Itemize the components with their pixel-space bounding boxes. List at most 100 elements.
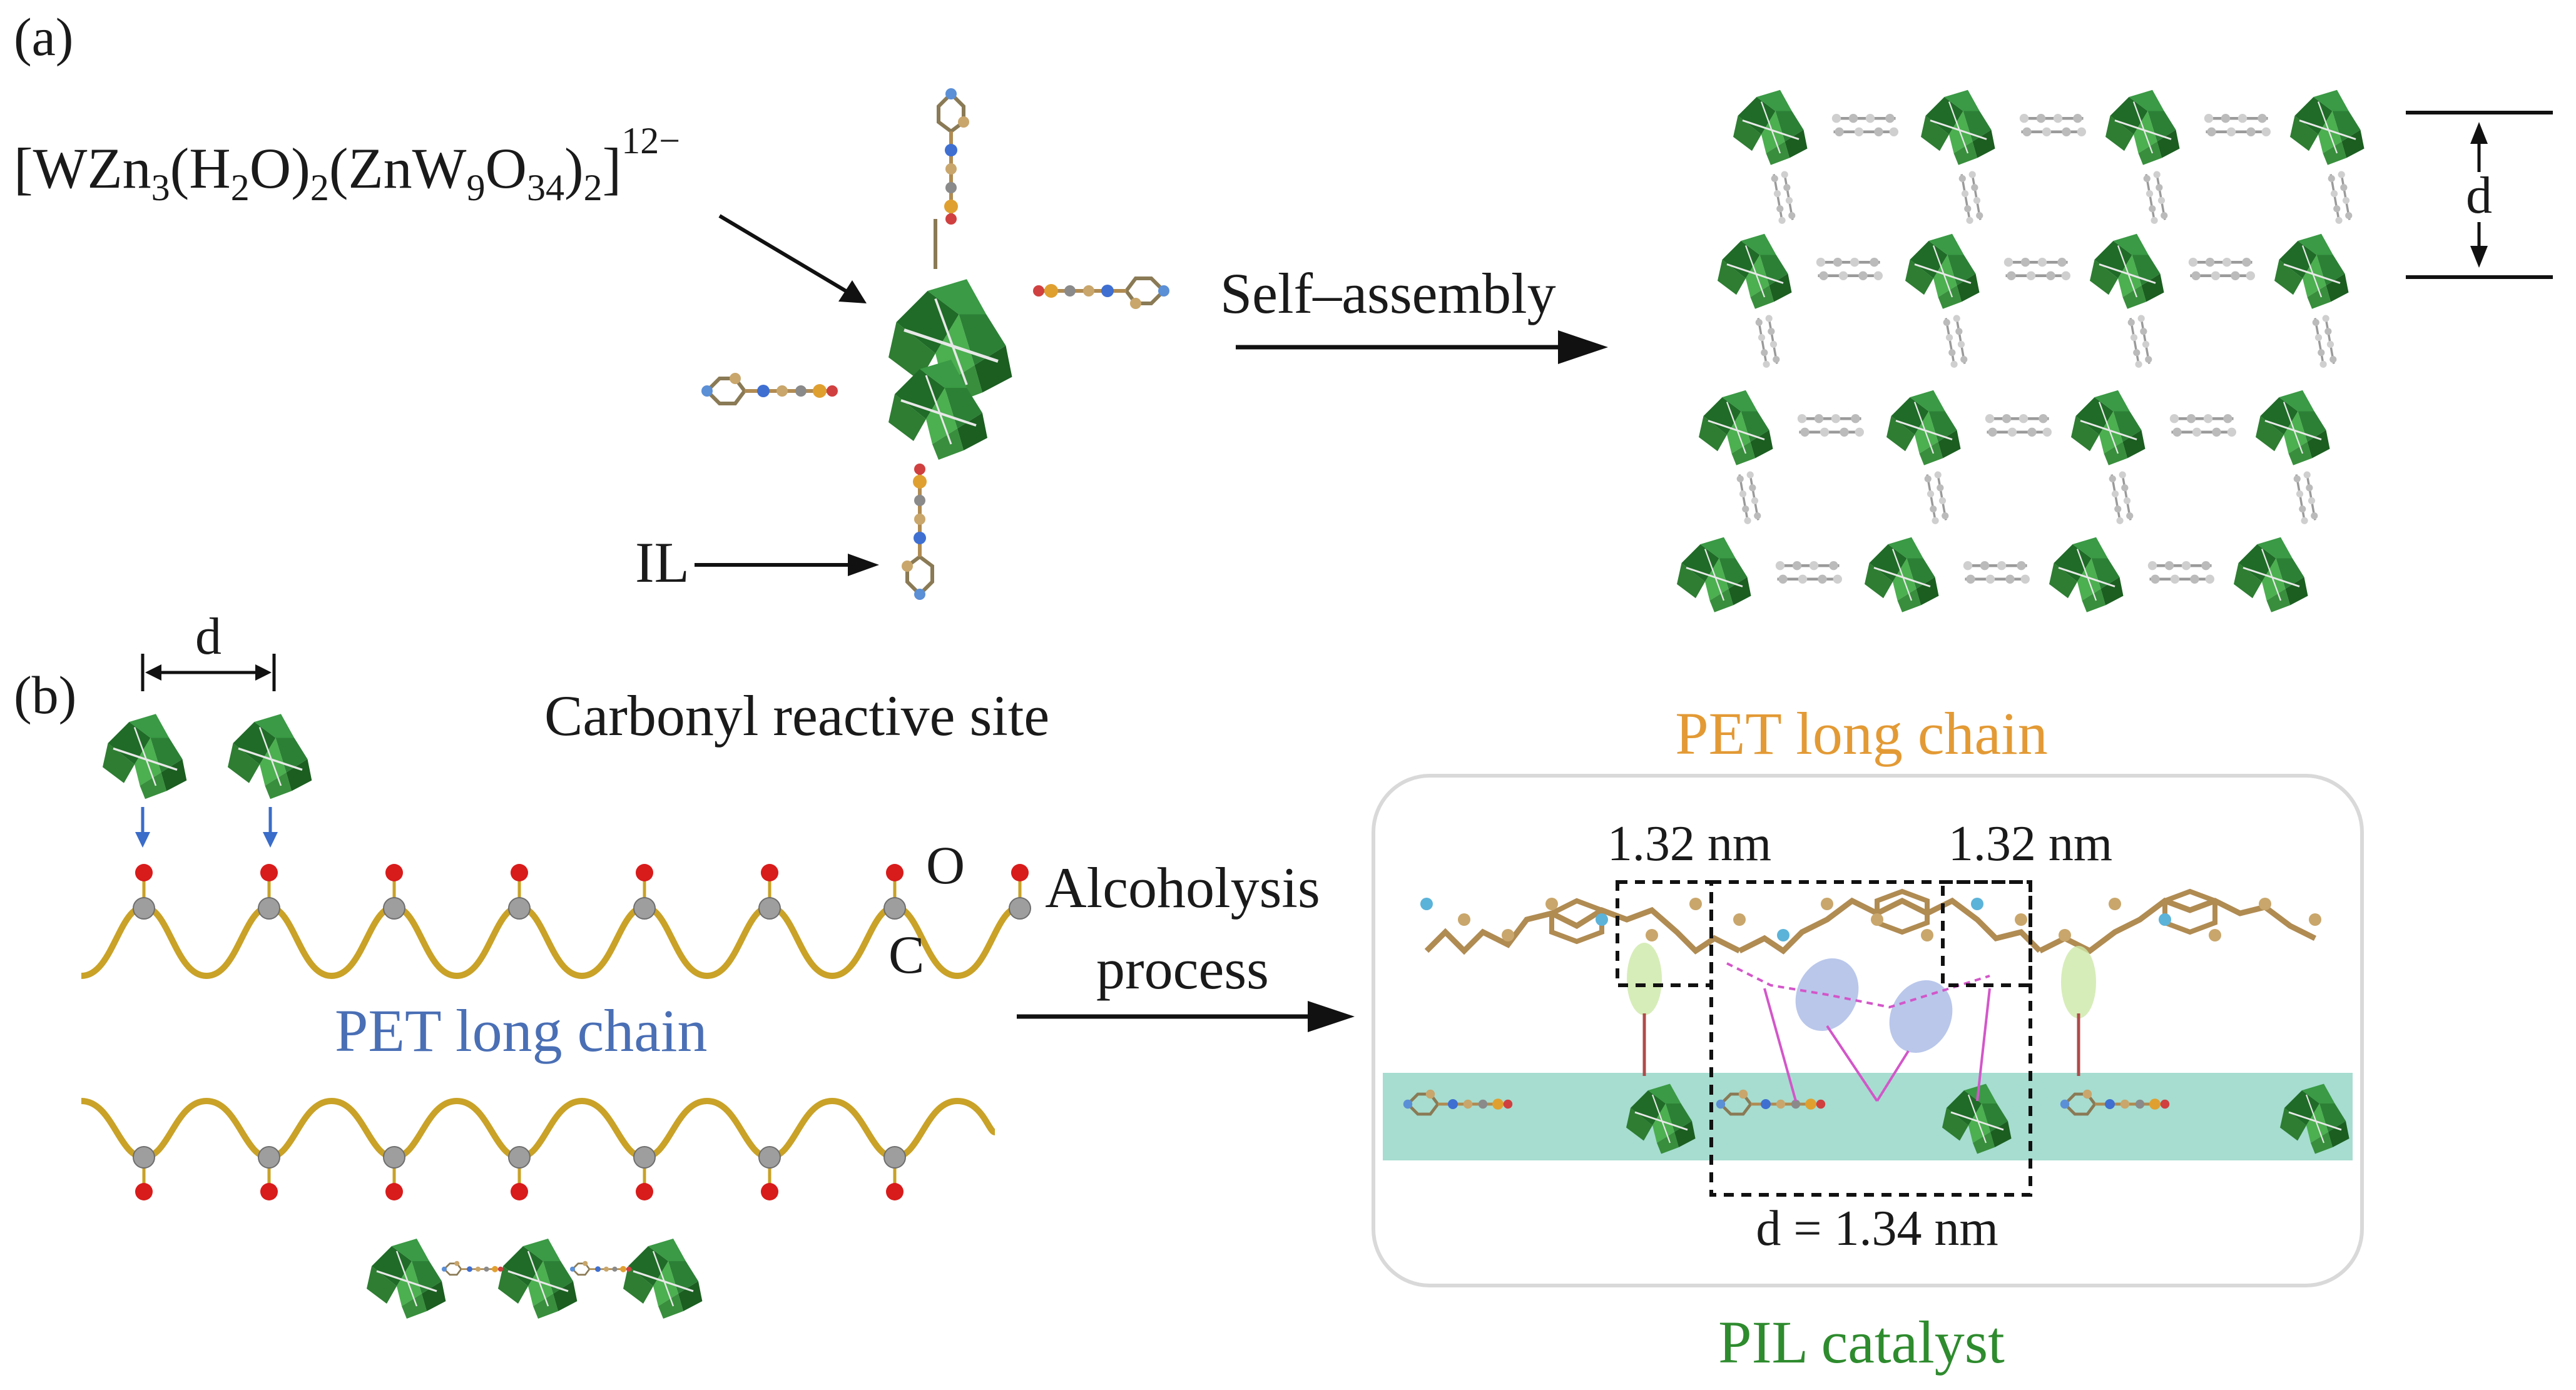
grid-pom-cluster [1885, 389, 1962, 467]
grid-il-link [1963, 561, 2030, 584]
grid-pom-cluster [1863, 536, 1940, 614]
molecule-atom [1545, 898, 1558, 910]
oxygen-atom [385, 864, 403, 881]
grid-il-link [2020, 114, 2086, 136]
oxygen-atom [135, 1183, 153, 1200]
molecule-atom [1733, 913, 1746, 926]
grid-il-link [1798, 414, 1864, 437]
grid-il-link [2204, 114, 2271, 136]
molecule-atom [1689, 898, 1702, 910]
carbon-atom [633, 1146, 656, 1169]
molecule-atom [1921, 929, 1933, 941]
grid-il-link [1753, 313, 1782, 370]
pom-units-b [101, 713, 313, 848]
molecule-atom [2309, 913, 2321, 926]
oxygen-atom [511, 1183, 528, 1200]
oxygen-atom [886, 864, 904, 881]
inset-top-label: PET long chain [1675, 700, 2048, 767]
pom-il-cluster [701, 88, 1169, 600]
molecule-atom [1458, 913, 1470, 926]
grid-pom-cluster [2273, 233, 2349, 310]
molecule-atom [2259, 898, 2271, 910]
grid-pom-cluster [1920, 89, 1996, 166]
molecule-atom [1777, 929, 1789, 941]
il-label: IL [635, 530, 690, 594]
grid-pom-cluster [1698, 389, 1774, 467]
grid-il-link [1832, 114, 1898, 136]
self-assembly-arrow [1236, 330, 1608, 364]
self-assembly-label: Self–assembly [1220, 261, 1556, 325]
formula-pointer-arrow [718, 214, 867, 303]
alcoholysis-arrow [1017, 1001, 1355, 1032]
grid-il-link [2004, 258, 2070, 280]
carbon-atom [133, 897, 155, 920]
lower-pet-chain [81, 1097, 996, 1200]
catalyst-strip [365, 1237, 704, 1320]
carbon-atom [383, 1146, 405, 1169]
oxygen-label: O [926, 835, 965, 895]
grid-il-link [1816, 258, 1883, 280]
carbon-atom [633, 897, 656, 920]
pil-catalyst-label: PIL catalyst [1718, 1309, 2005, 1376]
pet-chain-label-blue: PET long chain [335, 997, 708, 1064]
oxygen-atom [636, 864, 653, 881]
distance-label-left: 1.32 nm [1607, 816, 1771, 871]
grid-pom-cluster [2289, 89, 2365, 166]
grid-il-link [2107, 469, 2136, 526]
oxygen-atom [636, 1183, 653, 1200]
spacing-marker-b [141, 654, 276, 691]
grid-il-link [2326, 169, 2355, 226]
carbon-atom [758, 897, 781, 920]
molecule-atom [1871, 913, 1883, 926]
molecule-atom [1971, 898, 1983, 910]
assembly-grid [1676, 89, 2365, 614]
alcoholysis-label-line1: Alcoholysis [1045, 856, 1320, 920]
grid-il-link [1941, 313, 1970, 370]
polyoxometalate-formula: [WZn3(H2O)2(ZnW9O34)2]12− [14, 120, 680, 208]
panel-b-label: (b) [14, 665, 76, 725]
oxygen-atom [260, 1183, 278, 1200]
molecule-atom [2159, 913, 2171, 926]
grid-il-link [2141, 169, 2170, 226]
grid-pom-cluster [2070, 389, 2146, 467]
molecule-atom [1502, 929, 1514, 941]
oxygen-atom [385, 1183, 403, 1200]
grid-il-link [2170, 414, 2236, 437]
panel-b: (b) d Carbonyl reactive site O C PET lo [14, 607, 2364, 1376]
molecule-atom [1821, 898, 1833, 910]
carbon-atom [508, 897, 531, 920]
molecule-atom [2109, 898, 2121, 910]
reactive-site-label: Carbonyl reactive site [544, 684, 1049, 748]
molecule-atom [1596, 913, 1608, 926]
grid-pom-cluster [2232, 536, 2309, 614]
grid-pom-cluster [2104, 89, 2181, 166]
grid-pom-cluster [1716, 233, 1793, 310]
molecule-atom [2209, 929, 2221, 941]
carbon-atom [883, 1146, 906, 1169]
molecule-atom [1646, 929, 1658, 941]
grid-il-link [2291, 469, 2320, 526]
grid-pom-cluster [1732, 89, 1808, 166]
grid-il-link [1922, 469, 1951, 526]
carbon-atom [133, 1146, 155, 1169]
spacing-label-a: d [2466, 166, 2492, 225]
upper-pet-chain [81, 864, 1031, 980]
grid-pom-cluster [2048, 536, 2124, 614]
mechanism-inset [1372, 774, 2364, 1287]
molecule-atom [2059, 929, 2071, 941]
grid-il-link [1776, 561, 1842, 584]
grid-pom-cluster [1676, 536, 1752, 614]
grid-il-link [1985, 414, 2052, 437]
molecule-atom [2015, 913, 2027, 926]
alcoholysis-label-line2: process [1096, 937, 1269, 1001]
carbon-label: C [888, 925, 924, 985]
grid-il-link [1734, 469, 1763, 526]
distance-label-right: 1.32 nm [1948, 816, 2112, 871]
oxygen-atom [260, 864, 278, 881]
spacing-label-inset: d = 1.34 nm [1756, 1201, 1998, 1256]
il-pointer-arrow [695, 554, 879, 576]
oxygen-atom [1011, 864, 1029, 881]
oxygen-atom [761, 1183, 778, 1200]
carbon-atom [258, 1146, 280, 1169]
carbon-atom [383, 897, 405, 920]
